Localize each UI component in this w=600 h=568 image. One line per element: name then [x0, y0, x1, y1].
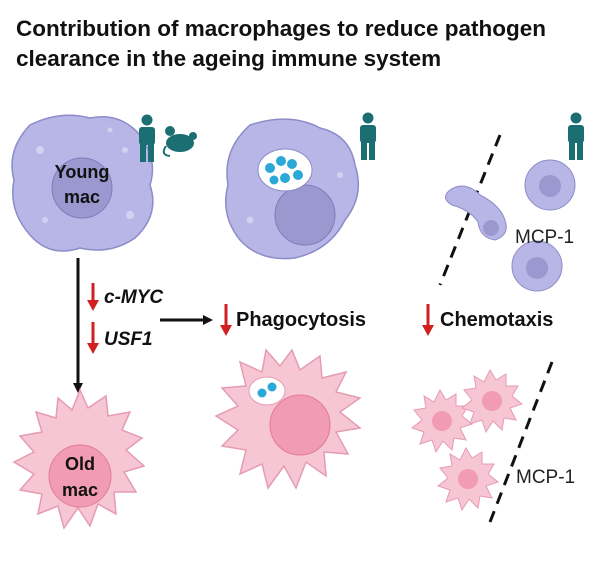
chemotaxis-young: MCP-1: [438, 134, 576, 292]
old-macrophage: Old mac: [12, 388, 146, 530]
title-line-1: Contribution of macrophages to reduce pa…: [16, 16, 547, 41]
human-icon: [360, 112, 376, 160]
phagocytosis-label: Phagocytosis: [236, 309, 366, 331]
old-macrophage-phagocytosis: [214, 348, 362, 490]
mcp1-label-top: MCP-1: [515, 227, 574, 248]
human-icon: [568, 112, 584, 160]
title-line-2: clearance in the ageing immune system: [16, 46, 442, 71]
membrane-dashed-line: [488, 361, 554, 523]
gene-c-myc-label: c-MYC: [104, 287, 163, 308]
chemotaxis-old: MCP-1: [410, 361, 575, 523]
human-icon: [139, 114, 155, 162]
mouse-icon: [162, 126, 197, 157]
mcp1-label-bottom: MCP-1: [516, 467, 575, 488]
diagram-title: Contribution of macrophages to reduce pa…: [16, 14, 586, 74]
young-mac-label-line1: Young: [55, 162, 110, 182]
old-mac-label-line2: mac: [62, 480, 98, 500]
old-cell-small-2: [460, 368, 524, 434]
young-macrophage-phagocytosis: [225, 118, 360, 260]
old-mac-label-line1: Old: [65, 454, 95, 474]
bacteria-cluster: [265, 156, 303, 185]
old-cell-small-1: [410, 388, 474, 454]
chemotaxis-label: Chemotaxis: [440, 309, 553, 331]
young-mac-label-line2: mac: [64, 187, 100, 207]
down-arrow-icon: [87, 283, 99, 311]
young-macrophage: Young mac: [11, 114, 154, 252]
down-arrow-icon: [422, 304, 434, 336]
down-arrow-icon: [87, 322, 99, 354]
gene-usf1-label: USF1: [104, 329, 153, 350]
down-arrow-icon: [220, 304, 232, 336]
old-cell-small-3: [436, 446, 500, 512]
